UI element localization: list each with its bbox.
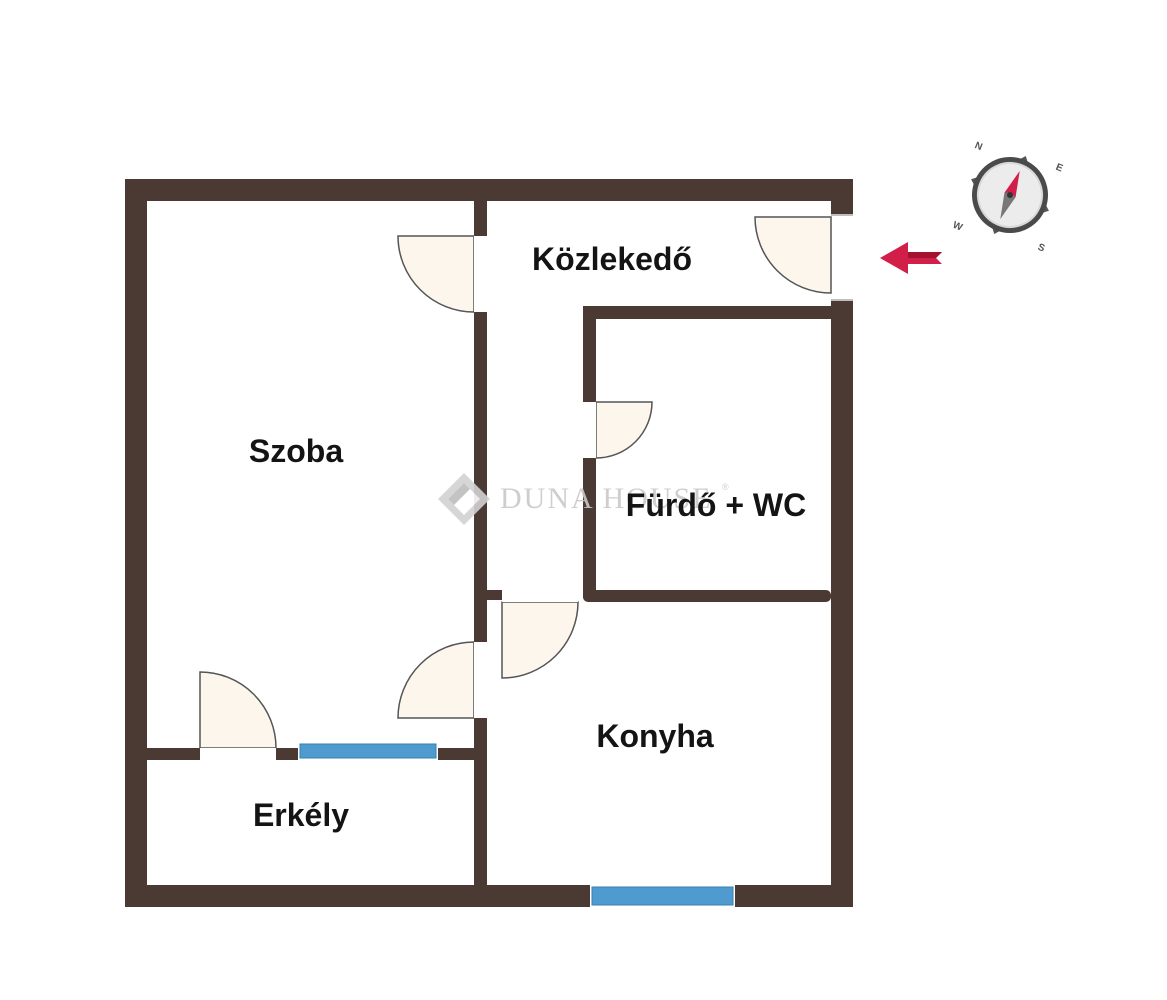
wall-szoba-right [474,179,487,907]
compass-n: N [973,140,984,153]
room-label-furdo: Fürdő + WC [626,487,806,523]
door-erkely-opening [200,748,276,760]
watermark: DUNA HOUSE ® [438,473,729,525]
door-konyha-opening [502,590,578,602]
door-konyha [501,601,579,679]
compass-letters: N E S W [951,140,1065,254]
entrance-opening [831,215,853,300]
watermark-registered: ® [722,482,729,492]
door-entrance [754,216,832,294]
room-label-kozlekedo: Közlekedő [532,241,692,277]
watermark-logo-icon [438,473,490,525]
door-erkely [199,671,277,749]
compass-icon [971,156,1049,234]
outer-walls [125,179,853,907]
door-furdo [595,401,653,459]
door-furdo-opening [583,402,596,458]
wall-right-lower [831,300,853,907]
door-szoba-lower-opening [474,642,487,718]
compass-e: E [1054,162,1065,175]
compass-s: S [1036,242,1047,255]
window-erkely-glass [299,743,437,759]
door-szoba-upper-opening [474,236,487,312]
door-szoba-upper [397,235,475,313]
entrance-arrow-icon [880,242,942,274]
room-label-konyha: Konyha [596,718,714,754]
wall-konyha-top-left [487,590,507,600]
wall-furdo-top [583,306,833,319]
room-label-erkely: Erkély [253,797,349,833]
window-konyha-glass [591,886,734,906]
interior-walls [147,179,833,907]
wall-left [125,179,147,907]
room-label-szoba: Szoba [249,433,343,469]
wall-bottom [125,885,853,907]
wall-right-upper [831,179,853,215]
compass-w: W [951,220,964,234]
wall-furdo-bottom [583,590,831,602]
doors [199,216,832,760]
windows [298,742,735,907]
watermark-brand: DUNA HOUSE [500,482,713,515]
door-szoba-lower [397,641,475,719]
wall-top [125,179,853,201]
